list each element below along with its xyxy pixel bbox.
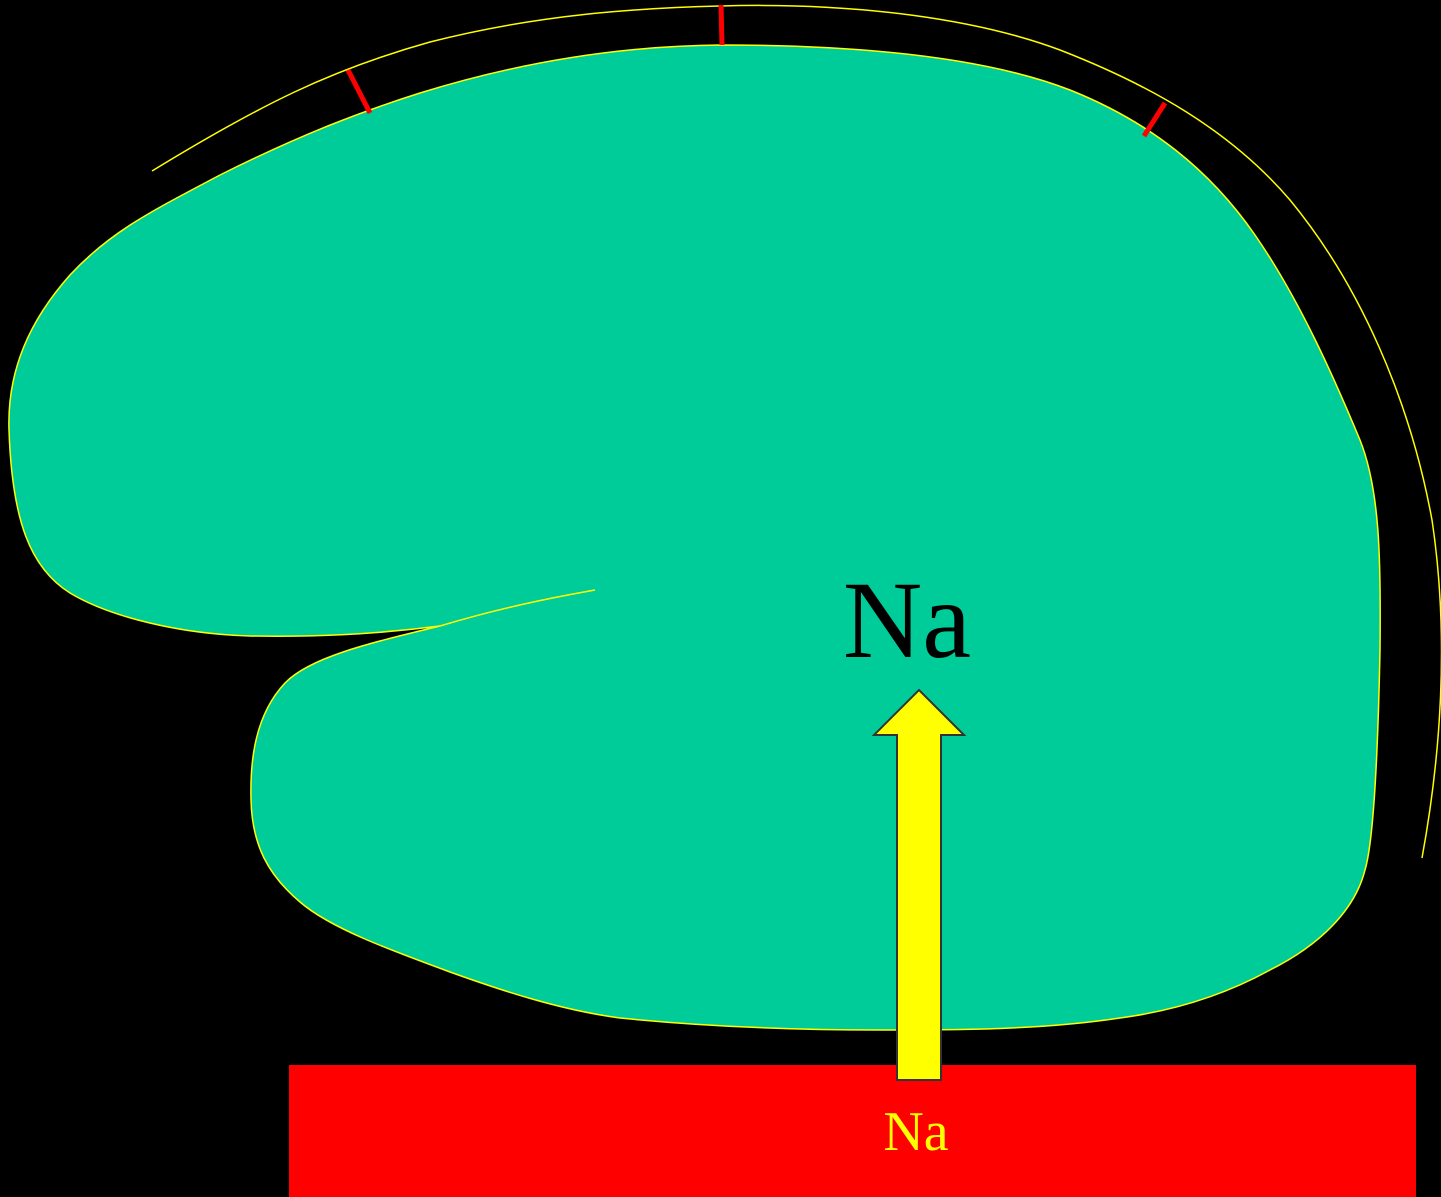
outer-membrane-line — [151, 4, 1441, 859]
red-block — [289, 1065, 1416, 1197]
membrane-tick-left — [345, 68, 373, 115]
membrane-tick-right — [1141, 101, 1168, 138]
block-na-label: Na — [883, 1101, 948, 1163]
membrane-tick-center — [718, 4, 725, 46]
up-arrow-icon — [871, 688, 967, 1081]
cell-na-label: Na — [843, 559, 971, 681]
cell-body — [8, 44, 1382, 1031]
notch-fold-line — [439, 589, 596, 627]
